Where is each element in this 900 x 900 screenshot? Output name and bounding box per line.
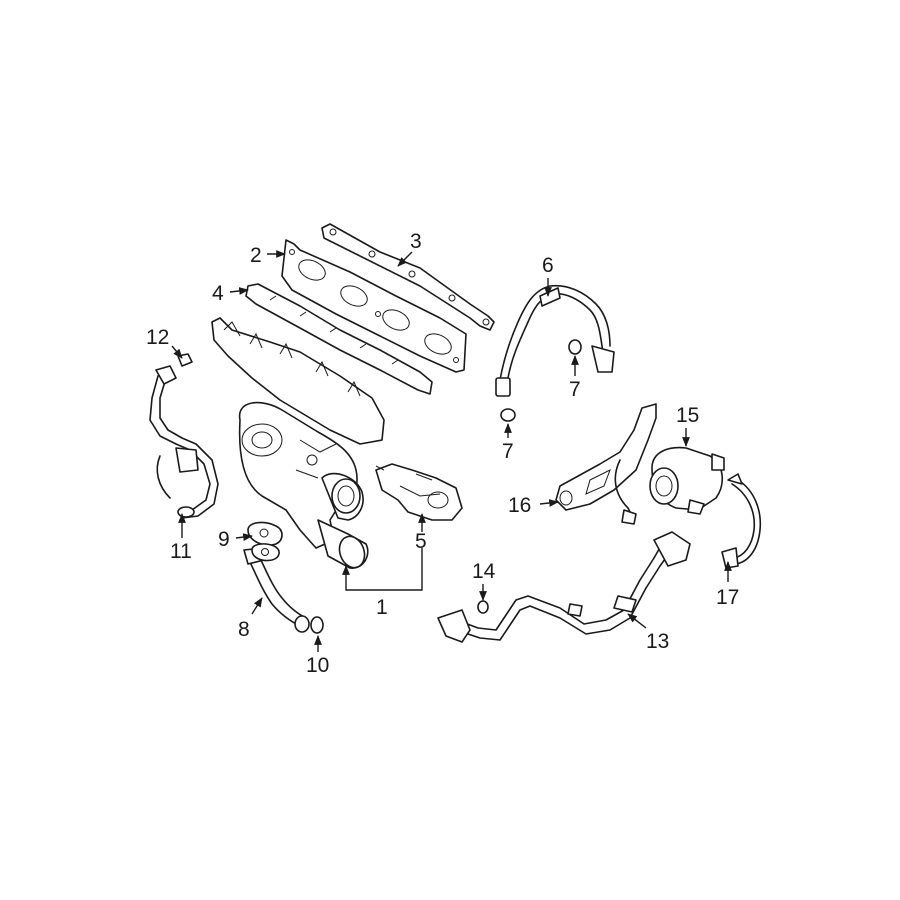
callout-7-upper: 7 [569, 378, 581, 401]
seal-ring-part-10 [310, 616, 324, 634]
manifold-gasket-part-2 [281, 239, 467, 373]
oil-feed-line-part-6 [495, 284, 615, 397]
callout-10: 10 [306, 654, 329, 677]
callout-15: 15 [676, 404, 699, 427]
coolant-hose-part-13 [437, 531, 691, 643]
callout-14: 14 [472, 560, 496, 583]
callout-6: 6 [542, 254, 554, 277]
oil-return-tube-part-8 [243, 547, 310, 633]
callout-16: 16 [508, 494, 531, 517]
callout-12: 12 [146, 326, 169, 349]
leader-lines [171, 250, 732, 652]
callout-9: 9 [218, 528, 230, 551]
callout-4: 4 [212, 282, 224, 305]
wastegate-actuator-part-5 [375, 463, 463, 521]
callout-17: 17 [716, 586, 739, 609]
o-ring-part-7-lower [500, 408, 516, 422]
turbocharger-assembly-part-1 [211, 317, 385, 569]
callout-11: 11 [170, 540, 192, 563]
callout-1: 1 [376, 596, 388, 619]
callout-3: 3 [410, 230, 422, 253]
clamp-bracket-part-17 [721, 473, 762, 569]
callout-5: 5 [415, 530, 427, 553]
heat-shield-strip-part-4 [245, 283, 433, 395]
flange-gasket-part-9 [247, 521, 283, 562]
callout-8: 8 [238, 618, 250, 641]
coolant-pump-part-15 [649, 446, 725, 515]
plug-part-14 [477, 600, 489, 614]
callout-2: 2 [250, 244, 262, 267]
o-ring-part-7-upper [568, 339, 582, 355]
coolant-line-part-11 [149, 365, 219, 519]
callout-13: 13 [646, 630, 669, 653]
pump-bracket-part-16 [555, 403, 657, 525]
callout-7-lower: 7 [502, 440, 514, 463]
gasket-strip-part-3 [321, 223, 495, 331]
callout-labels: 1 2 3 4 5 6 7 7 8 9 10 11 12 13 14 15 16… [146, 230, 739, 677]
